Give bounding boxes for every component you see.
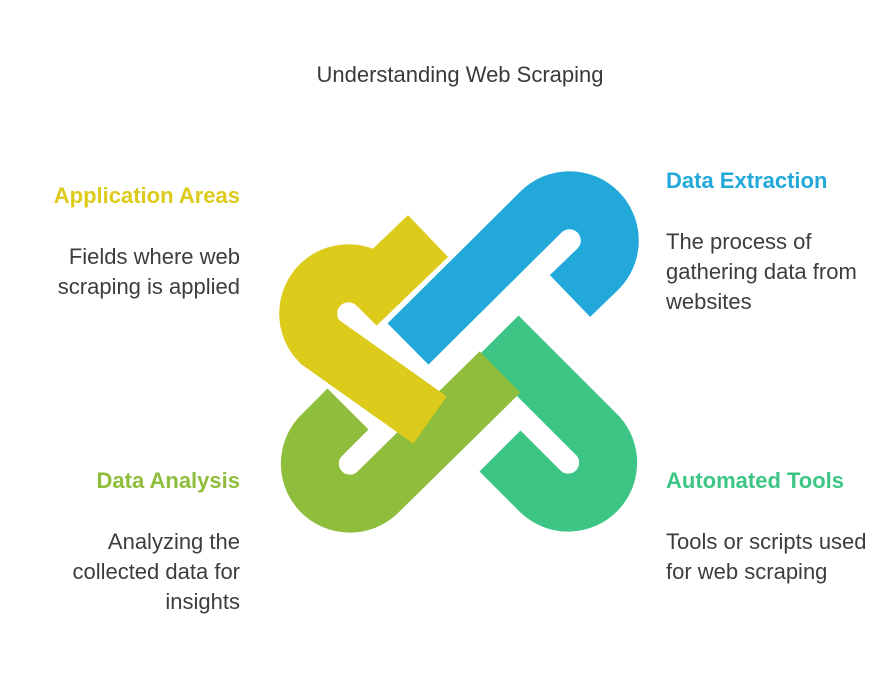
knot-segment-automated-tools: [477, 315, 638, 532]
section-description: Fields where web scraping is applied: [57, 244, 240, 299]
diagram-title: Understanding Web Scraping: [316, 62, 604, 87]
section-heading: Data Analysis: [96, 468, 240, 493]
knot-segment-data-analysis: [280, 351, 521, 533]
section-description: The process of gathering data from websi…: [666, 229, 857, 314]
section-description: Analyzing the collected data for insight…: [72, 529, 240, 614]
section-data-analysis: Data Analysis Analyzing the collected da…: [20, 467, 240, 617]
section-application-areas: Application Areas Fields where web scrap…: [20, 182, 240, 302]
knot-segment-application-areas: [279, 215, 449, 444]
section-data-extraction: Data Extraction The process of gathering…: [666, 167, 886, 317]
section-description: Tools or scripts used for web scraping: [666, 529, 867, 584]
section-heading: Automated Tools: [666, 468, 845, 493]
section-automated-tools: Automated Tools Tools or scripts used fo…: [666, 467, 886, 587]
section-heading: Application Areas: [53, 183, 240, 208]
knot-segment-data-extraction: [387, 171, 639, 365]
section-heading: Data Extraction: [666, 168, 828, 193]
